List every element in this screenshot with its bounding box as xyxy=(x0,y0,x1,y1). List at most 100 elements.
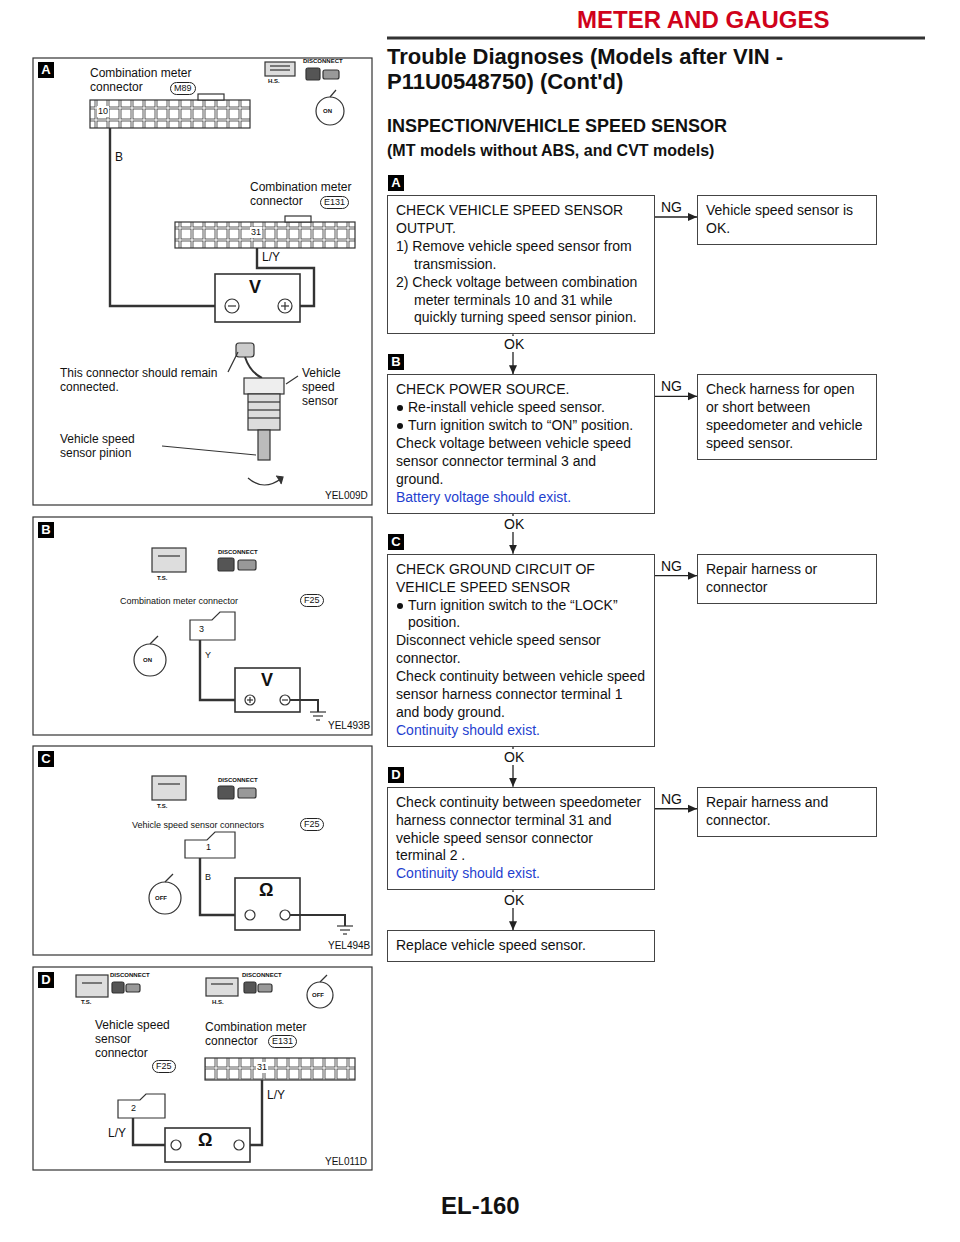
bullet xyxy=(397,423,403,429)
step-text: Vehicle speed sensor is OK. xyxy=(706,202,868,238)
step-text: 2) Check voltage between combination met… xyxy=(396,274,646,328)
edge-label: NG xyxy=(660,199,683,215)
connector-number: E131 xyxy=(268,1035,297,1048)
connector-number: F25 xyxy=(300,818,324,831)
meter-symbol: V xyxy=(261,670,273,690)
step-marker: C xyxy=(38,751,54,767)
part-label: Combination meter connector xyxy=(120,596,238,607)
process-box: Replace vehicle speed sensor. xyxy=(387,930,655,962)
icon-text: H.S. xyxy=(212,999,224,1006)
step-text: CHECK VEHICLE SPEED SENSOR OUTPUT. xyxy=(396,202,646,238)
step-text: Re-install vehicle speed sensor. xyxy=(408,399,646,417)
heading: INSPECTION/VEHICLE SPEED SENSOR xyxy=(387,116,727,137)
icon-text: ON xyxy=(143,657,152,664)
edge-label: NG xyxy=(660,791,683,807)
connector-number: F25 xyxy=(152,1060,176,1073)
figure-code: YEL494B xyxy=(328,940,370,951)
step-marker: A xyxy=(38,62,54,78)
bullet xyxy=(397,405,403,411)
process-box: CHECK POWER SOURCE.Re-install vehicle sp… xyxy=(387,374,655,513)
result-box: Vehicle speed sensor is OK. xyxy=(697,195,877,245)
part-label: Vehicle speed sensor pinion xyxy=(60,432,160,460)
pin-number: 31 xyxy=(250,227,262,238)
icon-text: T.S. xyxy=(157,575,167,582)
pin-number: 2 xyxy=(130,1103,137,1114)
flow-arrow xyxy=(655,216,697,217)
part-label: Vehicle speed sensor connectors xyxy=(132,820,264,831)
step-text: Repair harness and connector. xyxy=(706,794,868,830)
section-header: METER AND GAUGES xyxy=(577,6,829,34)
expected-result: Battery voltage should exist. xyxy=(396,489,646,507)
step-marker: B xyxy=(388,354,404,370)
step-text: Check continuity between speedometer har… xyxy=(396,794,646,866)
result-box: Check harness for open or short between … xyxy=(697,374,877,460)
part-label: L/Y xyxy=(262,250,280,264)
step-marker: D xyxy=(388,767,404,783)
step-text: Turn ignition switch to “ON” position. xyxy=(408,417,646,435)
pin-number: 1 xyxy=(205,842,212,853)
edge-label: NG xyxy=(660,378,683,394)
result-box: Repair harness or connector xyxy=(697,554,877,604)
figure-code: YEL493B xyxy=(328,720,370,731)
icon-text: ON xyxy=(323,108,332,115)
part-label: Combination meter connector xyxy=(205,1020,315,1048)
process-box: Check continuity between speedometer har… xyxy=(387,787,655,891)
icon-text: DISCONNECT xyxy=(303,58,343,65)
icon-text: DISCONNECT xyxy=(218,777,258,784)
process-box: CHECK VEHICLE SPEED SENSOR OUTPUT.1) Rem… xyxy=(387,195,655,334)
process-box: CHECK GROUND CIRCUIT OF VEHICLE SPEED SE… xyxy=(387,554,655,747)
icon-text: DISCONNECT xyxy=(218,549,258,556)
expected-result: Continuity should exist. xyxy=(396,865,646,883)
part-label: Vehicle speed sensor xyxy=(302,366,364,408)
step-text: 1) Remove vehicle speed sensor from tran… xyxy=(396,238,646,274)
page-title: Trouble Diagnoses (Models after VIN - P1… xyxy=(387,44,857,95)
step-marker: B xyxy=(38,522,54,538)
edge-label: NG xyxy=(660,558,683,574)
page-number: EL-160 xyxy=(441,1192,520,1220)
step-text: Turn ignition switch to the “LOCK” posit… xyxy=(408,597,646,633)
step-marker: D xyxy=(38,972,54,988)
bullet-item: Turn ignition switch to “ON” position. xyxy=(396,417,646,435)
figure-code: YEL011D xyxy=(325,1156,367,1167)
flow-arrow xyxy=(655,808,697,809)
flow-arrow xyxy=(655,396,697,397)
part-label: L/Y xyxy=(108,1126,126,1140)
step-text: Check continuity between vehicle speed s… xyxy=(396,668,646,722)
part-label: Y xyxy=(205,650,211,661)
result-box: Repair harness and connector. xyxy=(697,787,877,837)
step-text: Repair harness or connector xyxy=(706,561,868,597)
connector-number: E131 xyxy=(320,196,349,209)
meter-symbol: V xyxy=(249,277,261,297)
edge-label: OK xyxy=(503,892,525,908)
step-text: Check harness for open or short between … xyxy=(706,381,868,453)
part-label: This connector should remain connected. xyxy=(60,366,225,394)
icon-text: OFF xyxy=(155,895,167,902)
bullet xyxy=(397,603,403,609)
step-text: Disconnect vehicle speed sensor connecto… xyxy=(396,632,646,668)
meter-symbol: Ω xyxy=(259,880,273,900)
icon-text: DISCONNECT xyxy=(242,972,282,979)
icon-text: DISCONNECT xyxy=(110,972,150,979)
icon-text: H.S. xyxy=(268,78,280,85)
flow-arrow xyxy=(655,575,697,576)
edge-label: OK xyxy=(503,336,525,352)
pin-number: 10 xyxy=(97,106,109,117)
icon-text: OFF xyxy=(312,992,324,999)
part-label: B xyxy=(115,150,123,164)
edge-label: OK xyxy=(503,749,525,765)
expected-result: Continuity should exist. xyxy=(396,722,646,740)
connector-number: M89 xyxy=(170,82,196,95)
bullet-item: Re-install vehicle speed sensor. xyxy=(396,399,646,417)
part-label: B xyxy=(205,872,211,883)
step-text: CHECK GROUND CIRCUIT OF VEHICLE SPEED SE… xyxy=(396,561,646,597)
step-text: CHECK POWER SOURCE. xyxy=(396,381,646,399)
step-marker: A xyxy=(388,175,404,191)
pin-number: 31 xyxy=(256,1062,268,1073)
step-marker: C xyxy=(388,534,404,550)
connector-number: F25 xyxy=(300,594,324,607)
meter-symbol: Ω xyxy=(198,1130,212,1150)
step-text: Replace vehicle speed sensor. xyxy=(396,937,646,955)
part-label: L/Y xyxy=(267,1088,285,1102)
edge-label: OK xyxy=(503,516,525,532)
subheading: (MT models without ABS, and CVT models) xyxy=(387,142,714,160)
